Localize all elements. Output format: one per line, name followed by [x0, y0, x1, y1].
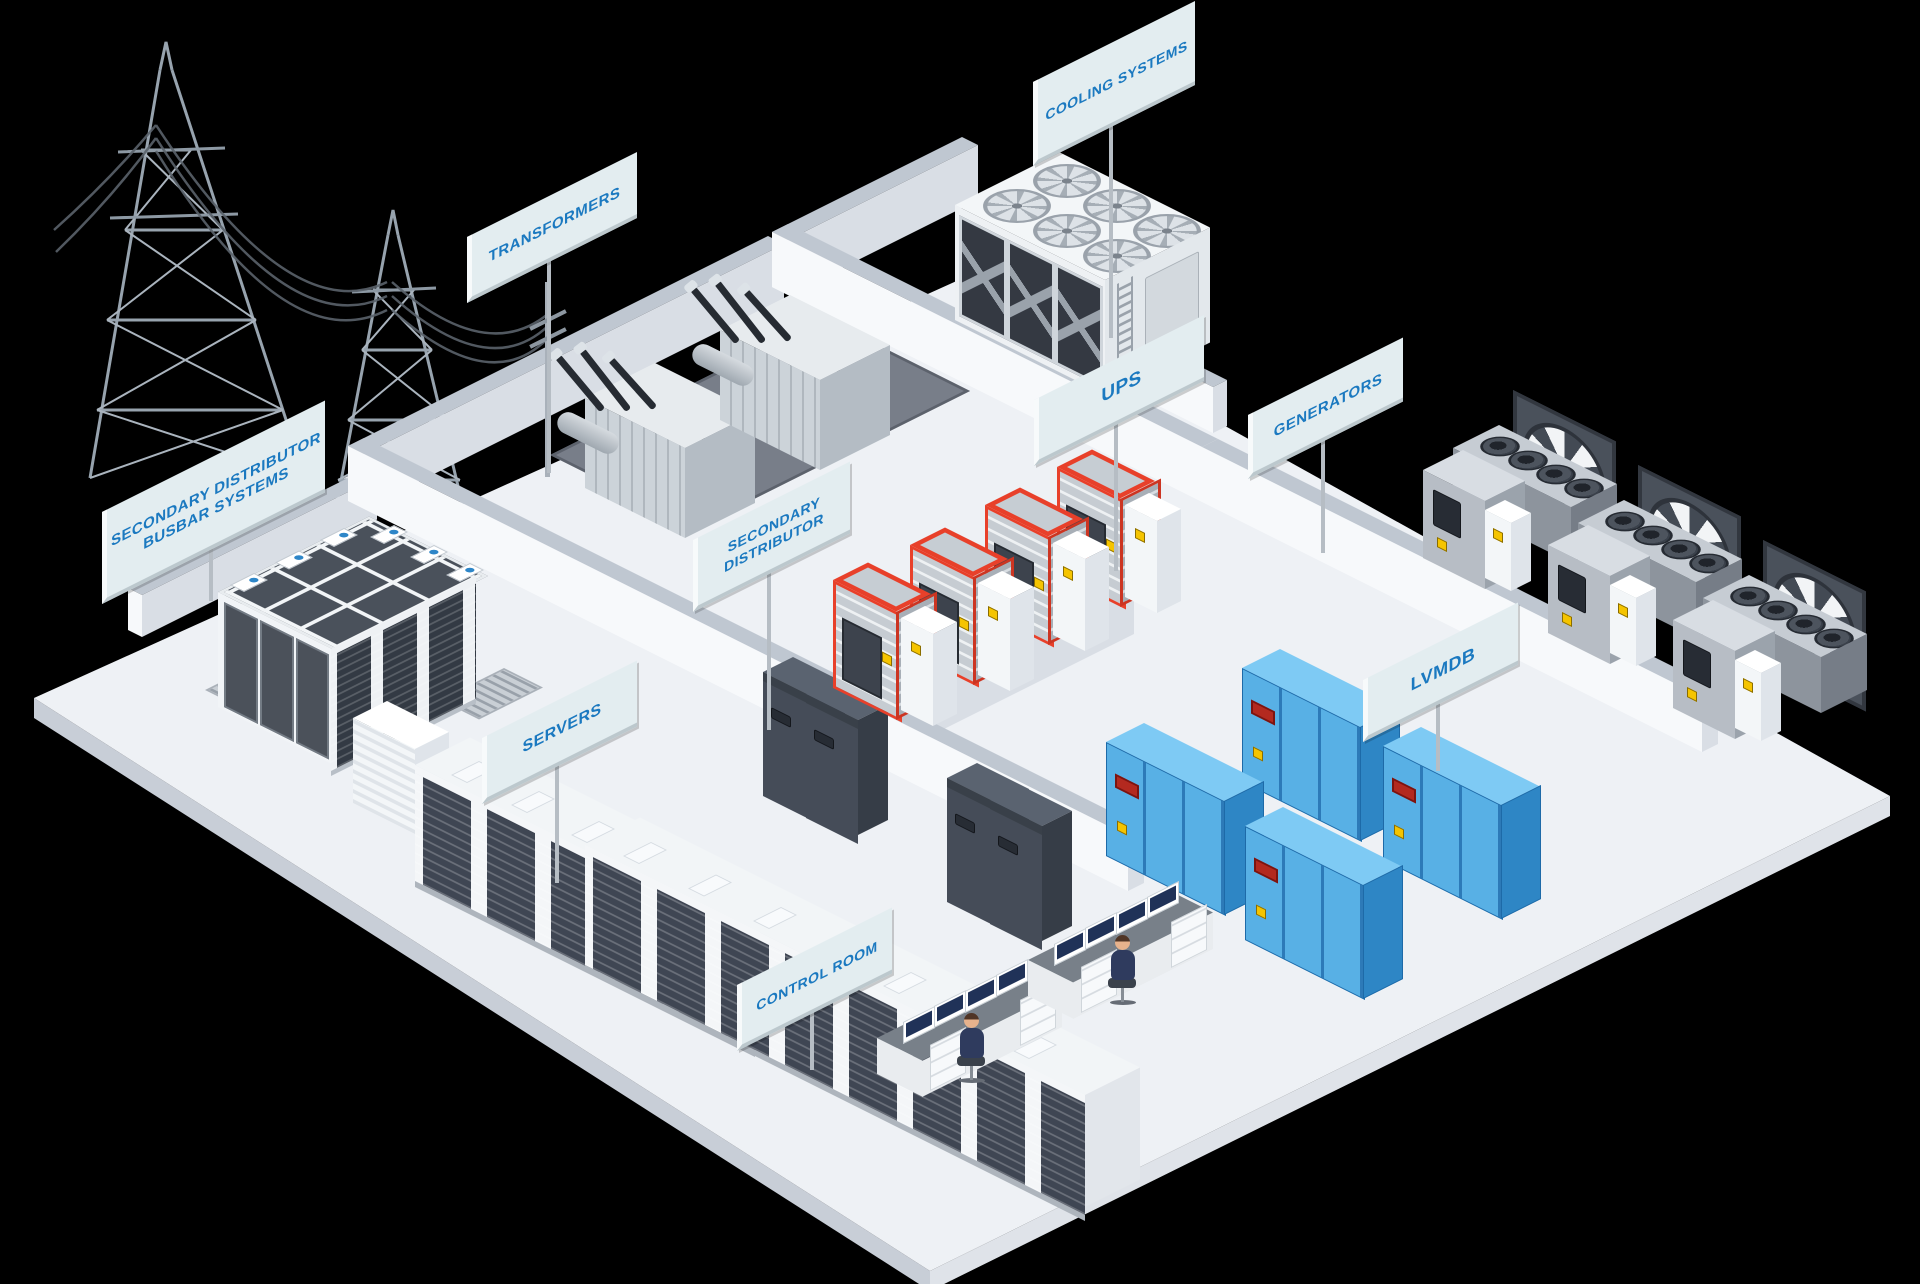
- cabinet-face-side: [858, 705, 888, 835]
- cabinet-door: [978, 583, 1010, 691]
- warning-label: [1063, 566, 1073, 581]
- sign-cooling-systems: COOLING SYSTEMS: [1033, 1, 1195, 338]
- warning-label: [882, 651, 892, 667]
- warning-label: [1253, 746, 1263, 762]
- display: [1683, 639, 1711, 689]
- sign-board: GENERATORS: [1248, 337, 1403, 479]
- cabinet-door: [1125, 505, 1157, 613]
- cabinet-face-side: [1085, 547, 1109, 651]
- sign-label-line: UPS: [1101, 366, 1142, 408]
- transmission-towers-graphic: [53, 41, 549, 529]
- cabinet-face-side: [1501, 785, 1541, 919]
- sign-label-line: LVMDB: [1410, 642, 1476, 695]
- cooling-grille: [1007, 238, 1055, 364]
- sign-servers: SERVERS: [482, 660, 637, 883]
- sign-busbar-systems: SECONDARY DISTRIBUTOR BUSBAR SYSTEMS: [102, 400, 325, 604]
- chair-seat: [1108, 978, 1136, 988]
- chair-base: [1110, 1000, 1136, 1005]
- ups-inverter: [842, 617, 882, 700]
- cable-arm: [753, 907, 797, 929]
- cable-arm: [623, 842, 667, 864]
- sign-pole: [1436, 701, 1440, 771]
- cooling-grille: [959, 215, 1007, 340]
- cabinet-face-side: [1363, 865, 1403, 999]
- sign-pole: [767, 570, 771, 730]
- warning-label: [911, 641, 921, 656]
- warning-label: [1437, 537, 1447, 552]
- display: [1433, 489, 1461, 539]
- cabinet-face-side: [1636, 588, 1656, 666]
- sign-transformers: TRANSFORMERS: [467, 152, 637, 473]
- power-cables: [53, 124, 549, 364]
- operator-head: [964, 1013, 979, 1028]
- cabinet-door: [1735, 660, 1761, 741]
- glass-panel: [223, 601, 259, 725]
- warning-label: [1135, 528, 1145, 543]
- cabinet-face-side: [1010, 587, 1034, 691]
- warning-label: [1493, 528, 1503, 543]
- wall-face-side: [1213, 380, 1227, 433]
- cabinet-door: [1610, 585, 1636, 666]
- cabinet-face-side: [1761, 663, 1781, 741]
- cabinet-face-side: [1511, 513, 1531, 591]
- warning-label: [1743, 678, 1753, 693]
- cabinet-door: [901, 618, 933, 726]
- cable-arm: [688, 874, 732, 897]
- cabinet-door: [1485, 510, 1511, 591]
- sign-pole: [1321, 438, 1325, 553]
- sign-label-line: GENERATORS: [1273, 369, 1383, 441]
- sign-pole: [209, 543, 213, 601]
- sign-pole: [1109, 123, 1113, 338]
- sign-secondary-distributor: SECONDARY DISTRIBUTOR: [693, 461, 850, 730]
- chair-base: [959, 1078, 985, 1083]
- chair-pole: [1121, 986, 1124, 1002]
- sign-control-room: CONTROL ROOM: [737, 907, 892, 1070]
- glass-panel: [295, 637, 330, 760]
- glass-panel: [259, 619, 295, 743]
- display: [1392, 777, 1416, 804]
- display: [1115, 773, 1139, 800]
- sign-pole: [547, 258, 551, 473]
- chair-pole: [970, 1064, 973, 1080]
- chair-seat: [957, 1056, 985, 1066]
- display: [1254, 857, 1278, 884]
- operator-body: [960, 1028, 984, 1058]
- sign-label-line: COOLING SYSTEMS: [1045, 36, 1188, 124]
- operator-body: [1111, 950, 1135, 980]
- warning-label: [1687, 687, 1697, 702]
- sign-pole: [1114, 421, 1118, 571]
- warning-label: [1394, 824, 1404, 840]
- display: [1251, 699, 1275, 726]
- warning-label: [959, 616, 969, 632]
- sign-board: COOLING SYSTEMS: [1033, 1, 1195, 166]
- warning-label: [1618, 603, 1628, 618]
- operator-head: [1115, 935, 1130, 950]
- cabinet-face-front: [990, 800, 1042, 950]
- sign-pole: [810, 1010, 814, 1070]
- cabinet-face-side: [1157, 509, 1181, 613]
- warning-label: [1034, 576, 1044, 592]
- warning-label: [1562, 612, 1572, 627]
- display: [1558, 564, 1586, 614]
- display: [955, 813, 975, 834]
- sign-ups: UPS: [1034, 315, 1204, 571]
- warning-label: [988, 606, 998, 621]
- display: [771, 707, 791, 728]
- sign-lvmdb: LVMDB: [1363, 602, 1518, 771]
- warning-label: [1117, 820, 1127, 836]
- display: [814, 729, 834, 750]
- sign-pole: [555, 763, 559, 883]
- cabinet-door: [1053, 543, 1085, 651]
- cabinet-face-side: [1042, 811, 1072, 941]
- sign-generators: GENERATORS: [1248, 337, 1403, 553]
- warning-label: [1256, 904, 1266, 920]
- cabinet-face-front: [806, 694, 858, 844]
- display: [998, 835, 1018, 856]
- cabinet-face-side: [933, 622, 957, 726]
